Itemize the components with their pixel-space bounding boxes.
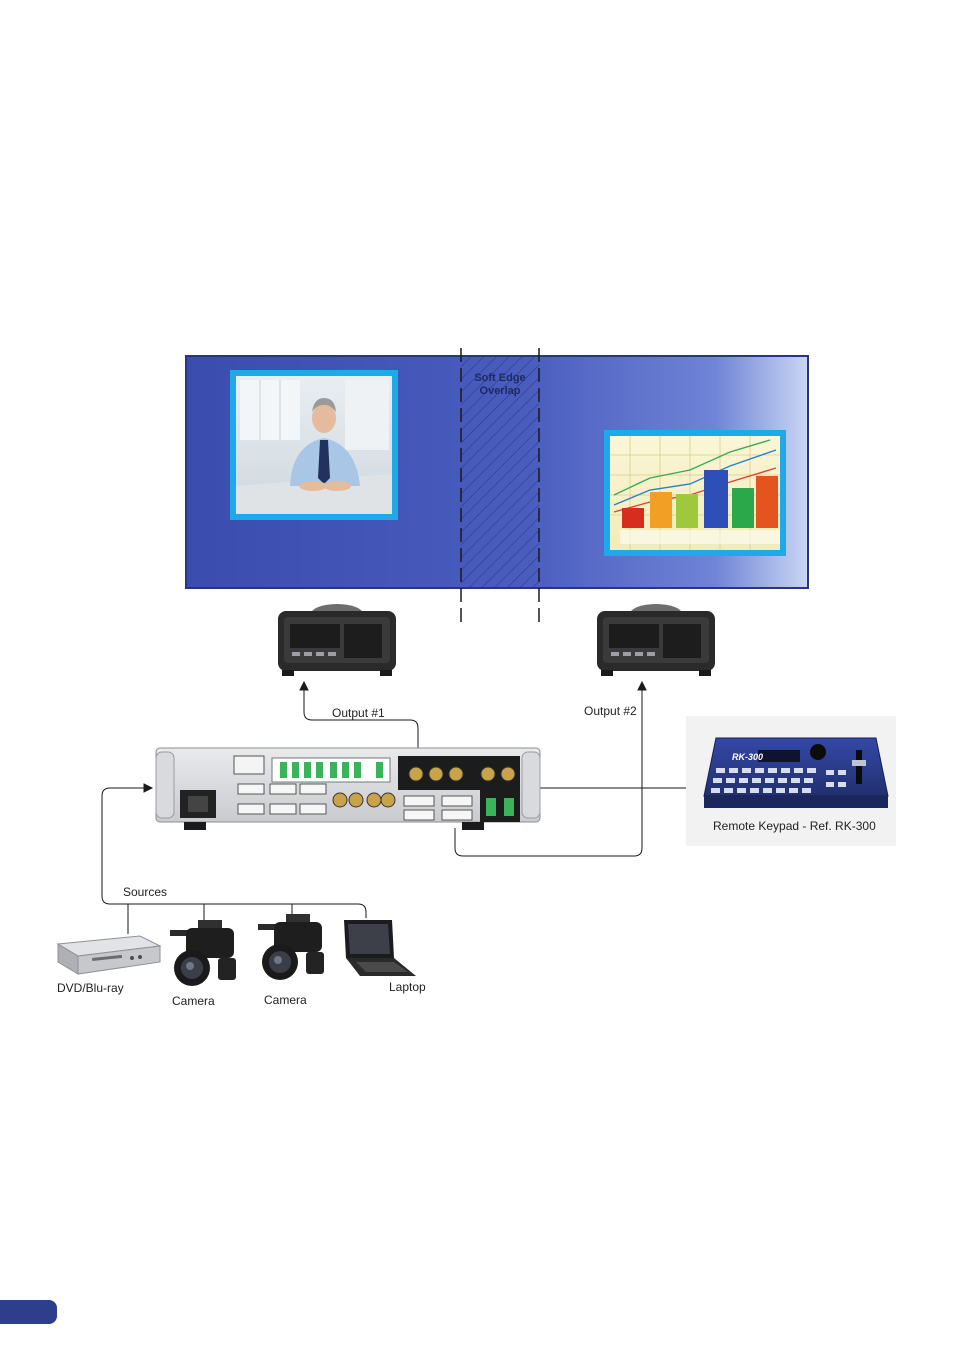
presenter-image [230,370,398,520]
overlap-label-line1: Soft Edge [462,372,538,385]
dvd-player [58,936,160,974]
source-camera-1-label: Camera [172,994,215,1008]
output2-label: Output #2 [584,704,637,718]
remote-keypad-label: Remote Keypad - Ref. RK-300 [713,819,876,833]
camera-2 [258,914,324,980]
projector-right [597,604,715,676]
soft-edge-overlap-label: Soft Edge Overlap [462,372,538,398]
source-dvd-label: DVD/Blu-ray [57,981,124,995]
chart-image [604,430,786,556]
source-camera-2-label: Camera [264,993,307,1007]
sources-label: Sources [123,885,167,899]
projector-left [278,604,396,676]
output1-connector [304,690,418,752]
camera-1 [170,920,236,986]
page-tab [0,1300,57,1324]
output1-label: Output #1 [332,706,385,720]
video-processor [156,748,540,830]
laptop [344,920,416,976]
overlap-label-line2: Overlap [462,385,538,398]
source-laptop-label: Laptop [389,980,426,994]
remote-model-text: RK-300 [732,752,763,762]
